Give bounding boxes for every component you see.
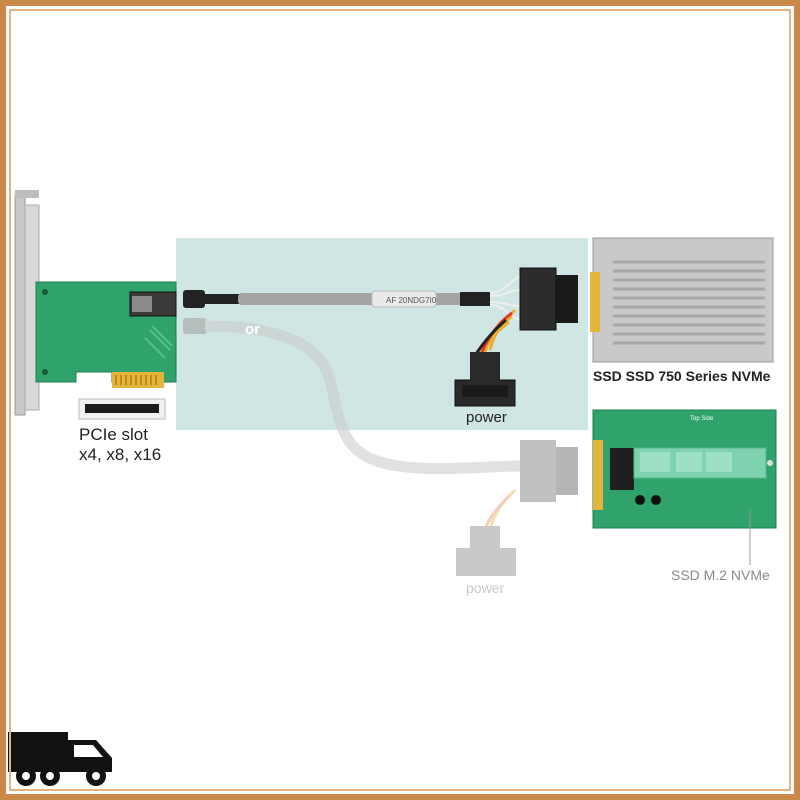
- m2-board-title: Top Side: [690, 416, 714, 422]
- power-label: power: [466, 409, 507, 426]
- pcie-card: [35, 281, 177, 388]
- alternate-cable: [183, 318, 578, 576]
- ssd-750-label: SSD SSD 750 Series NVMe: [593, 368, 771, 384]
- highlight-panel: [176, 238, 588, 430]
- main-cable: AF 20NDG7I0: [183, 267, 578, 407]
- pcie-slot-title: PCIe slot: [79, 425, 148, 444]
- power-label-faded: power: [466, 580, 505, 596]
- pcie-bracket: [14, 190, 40, 416]
- cable-marking-text: AF 20NDG7I0: [386, 296, 437, 305]
- pcie-slot-illustration: [78, 398, 166, 420]
- pcie-slot-label: PCIe slot x4, x8, x16: [79, 425, 161, 465]
- m2-adapter-board: Top Side: [592, 409, 777, 565]
- delivery-truck-icon: [8, 732, 112, 786]
- ssd-750-drive: [590, 237, 774, 363]
- ssd-m2-label: SSD M.2 NVMe: [671, 567, 770, 583]
- or-label: or: [245, 321, 260, 338]
- pcie-slot-lanes: x4, x8, x16: [79, 445, 162, 464]
